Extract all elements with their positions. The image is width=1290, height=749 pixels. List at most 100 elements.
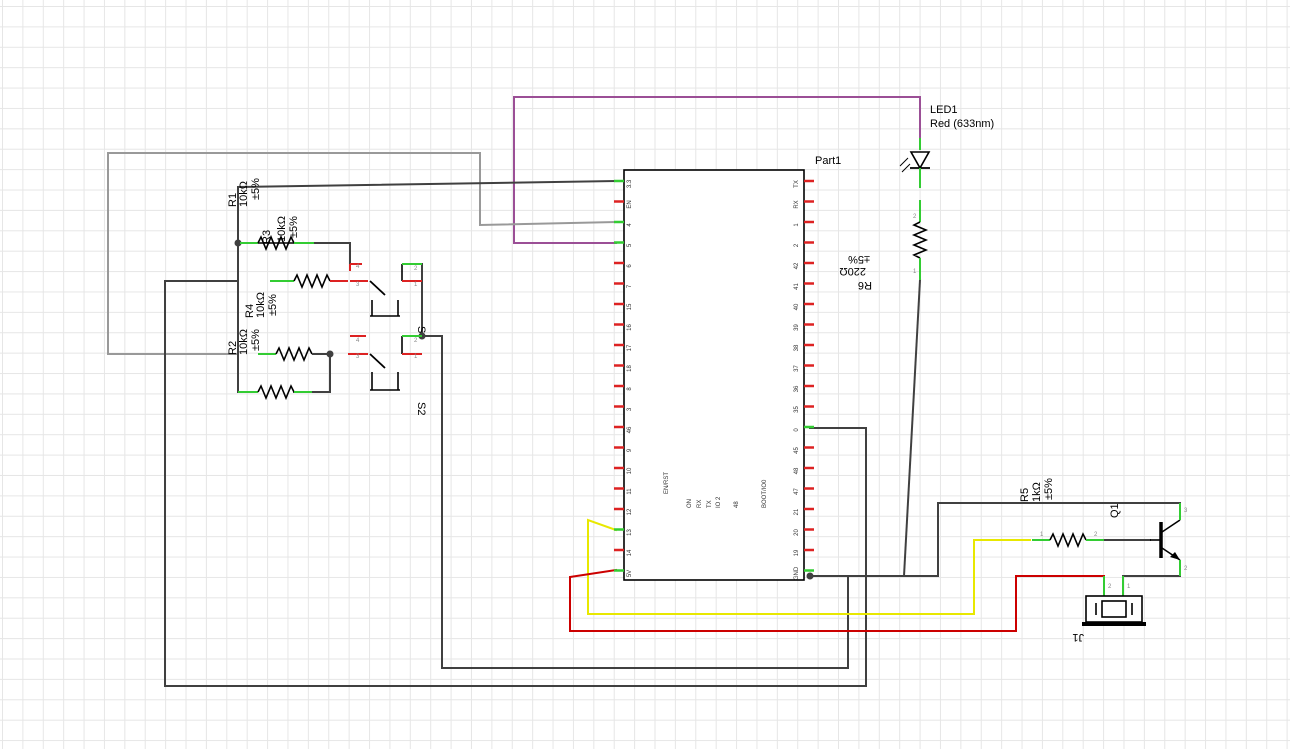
part1-pin-label: 47 [794, 488, 800, 495]
wire-r3-to-s1[interactable] [237, 242, 351, 265]
wire-r2-junction[interactable] [293, 353, 331, 393]
part1-pin-label: 35 [794, 406, 800, 413]
svg-text:3: 3 [356, 354, 360, 360]
led1[interactable]: LED1 Red (633nm) [899, 104, 994, 188]
part1-pin-label: 5 [627, 243, 633, 247]
center-label-48: 48 [734, 501, 740, 508]
wire-red[interactable] [569, 568, 1105, 632]
part1-pin-label: 19 [794, 549, 800, 556]
center-label-en-rst: EN/RST [664, 472, 670, 494]
wire-q1-j1[interactable] [1122, 561, 1181, 577]
part1-pin-label: 9 [627, 448, 633, 452]
part1-pin-label: 37 [794, 365, 800, 372]
svg-text:4: 4 [356, 264, 360, 270]
part1-pin-label: 17 [627, 344, 633, 351]
part1-pin-label: 2 [794, 243, 800, 247]
resistor-r1[interactable]: R1 10kΩ ±5% [227, 178, 348, 290]
part1-pin-label: 18 [627, 365, 633, 372]
s2-label: S2 [415, 402, 427, 415]
resistor-r5[interactable]: 1 2 R5 1kΩ ±5% [1019, 478, 1104, 549]
svg-text:1: 1 [414, 354, 418, 360]
junctions [234, 239, 814, 580]
transistor-q1[interactable]: 3 2 Q1 [1109, 503, 1188, 576]
part1-pin-label: 42 [794, 262, 800, 269]
part1-pin-label: 13 [627, 529, 633, 536]
part1-pin-label: 45 [794, 447, 800, 454]
center-label-boot: BOOT/IO0 [762, 479, 768, 508]
part1-pin-label: RX [794, 200, 800, 208]
r2-value: 10kΩ [238, 329, 250, 355]
svg-text:1: 1 [1040, 532, 1044, 538]
part1-pin-label: 41 [794, 283, 800, 290]
switch-s1[interactable]: 4 3 2 1 S [349, 263, 427, 333]
part1-pin-label: 10 [627, 467, 633, 474]
wire-gnd-right[interactable] [809, 502, 1181, 577]
part1-pin-label: 39 [794, 324, 800, 331]
r6-tol: ±5% [848, 253, 870, 265]
svg-text:2: 2 [414, 338, 418, 344]
part1-module[interactable]: Part1 3.3EN4567151617188346910111213145V… [614, 155, 841, 581]
r3-label: R3 [261, 230, 273, 244]
part1-pin-label: 7 [627, 284, 633, 288]
q1-label: Q1 [1109, 503, 1121, 518]
part1-pin-label: 3.3 [627, 179, 633, 188]
svg-text:2: 2 [1184, 566, 1188, 572]
r1-value: 10kΩ [238, 181, 250, 207]
center-label-rx: RX [697, 500, 703, 508]
part1-pin-label: TX [794, 180, 800, 188]
resistor-zigzag [257, 234, 295, 252]
resistor-r6[interactable]: 2 1 R6 220Ω ±5% [839, 200, 929, 291]
part1-pin-label: 38 [794, 344, 800, 351]
part1-pin-label: 12 [627, 508, 633, 515]
r1-tol: ±5% [250, 178, 262, 200]
svg-text:3: 3 [1184, 508, 1188, 514]
svg-text:1: 1 [414, 282, 418, 288]
wire-purple[interactable] [513, 96, 921, 244]
s1-label: S [415, 326, 427, 333]
switch-s2[interactable]: 4 3 2 1 S2 [348, 335, 427, 415]
r6-label: R6 [858, 279, 872, 291]
part1-pin-label: 46 [627, 426, 633, 433]
part1-pin-label: 8 [627, 387, 633, 391]
svg-text:2: 2 [414, 266, 418, 272]
center-label-on: ON [687, 499, 693, 508]
led-diode-triangle [909, 151, 931, 170]
r6-value: 220Ω [839, 265, 866, 277]
part1-pin-label: 20 [794, 529, 800, 536]
resistor-r4[interactable]: R4 10kΩ ±5% [244, 292, 330, 363]
connector-j1[interactable]: 2 1 J1 [1072, 576, 1146, 643]
part1-pin-label: 5V [627, 570, 633, 577]
r1-label: R1 [227, 193, 239, 207]
part1-pin-label: 3 [627, 407, 633, 411]
wire-3v3[interactable] [236, 179, 618, 189]
wire-r6-gnd[interactable] [902, 278, 922, 578]
part1-pin-label: 11 [627, 488, 633, 495]
j1-label: J1 [1072, 631, 1084, 643]
center-label-tx: TX [707, 500, 713, 508]
wire-gray[interactable] [107, 152, 618, 355]
part1-pin-label: 14 [627, 549, 633, 556]
svg-text:2: 2 [1108, 584, 1112, 590]
svg-text:2: 2 [913, 214, 917, 220]
svg-text:1: 1 [1127, 584, 1131, 590]
wire-switch-gnd[interactable] [421, 335, 849, 669]
r5-tol: ±5% [1043, 478, 1055, 500]
junction-dot [806, 572, 814, 580]
r4-value: 10kΩ [255, 292, 267, 318]
resistor-r2[interactable]: R2 10kΩ ±5% [227, 329, 312, 401]
part1-pin-label: 0 [794, 428, 800, 432]
r3-tol: ±5% [288, 216, 300, 238]
r5-value: 1kΩ [1031, 482, 1043, 502]
resistor-r3[interactable]: R3 10kΩ ±5% [240, 216, 314, 252]
part1-pin-label: EN [627, 200, 633, 208]
part1-pin-label: 6 [627, 264, 633, 268]
wire-r1-to-s1[interactable] [164, 280, 867, 687]
wire-yellow[interactable] [587, 518, 1031, 615]
svg-text:1: 1 [913, 269, 917, 275]
part1-pin-label: 21 [794, 508, 800, 515]
svg-text:2: 2 [1094, 532, 1098, 538]
